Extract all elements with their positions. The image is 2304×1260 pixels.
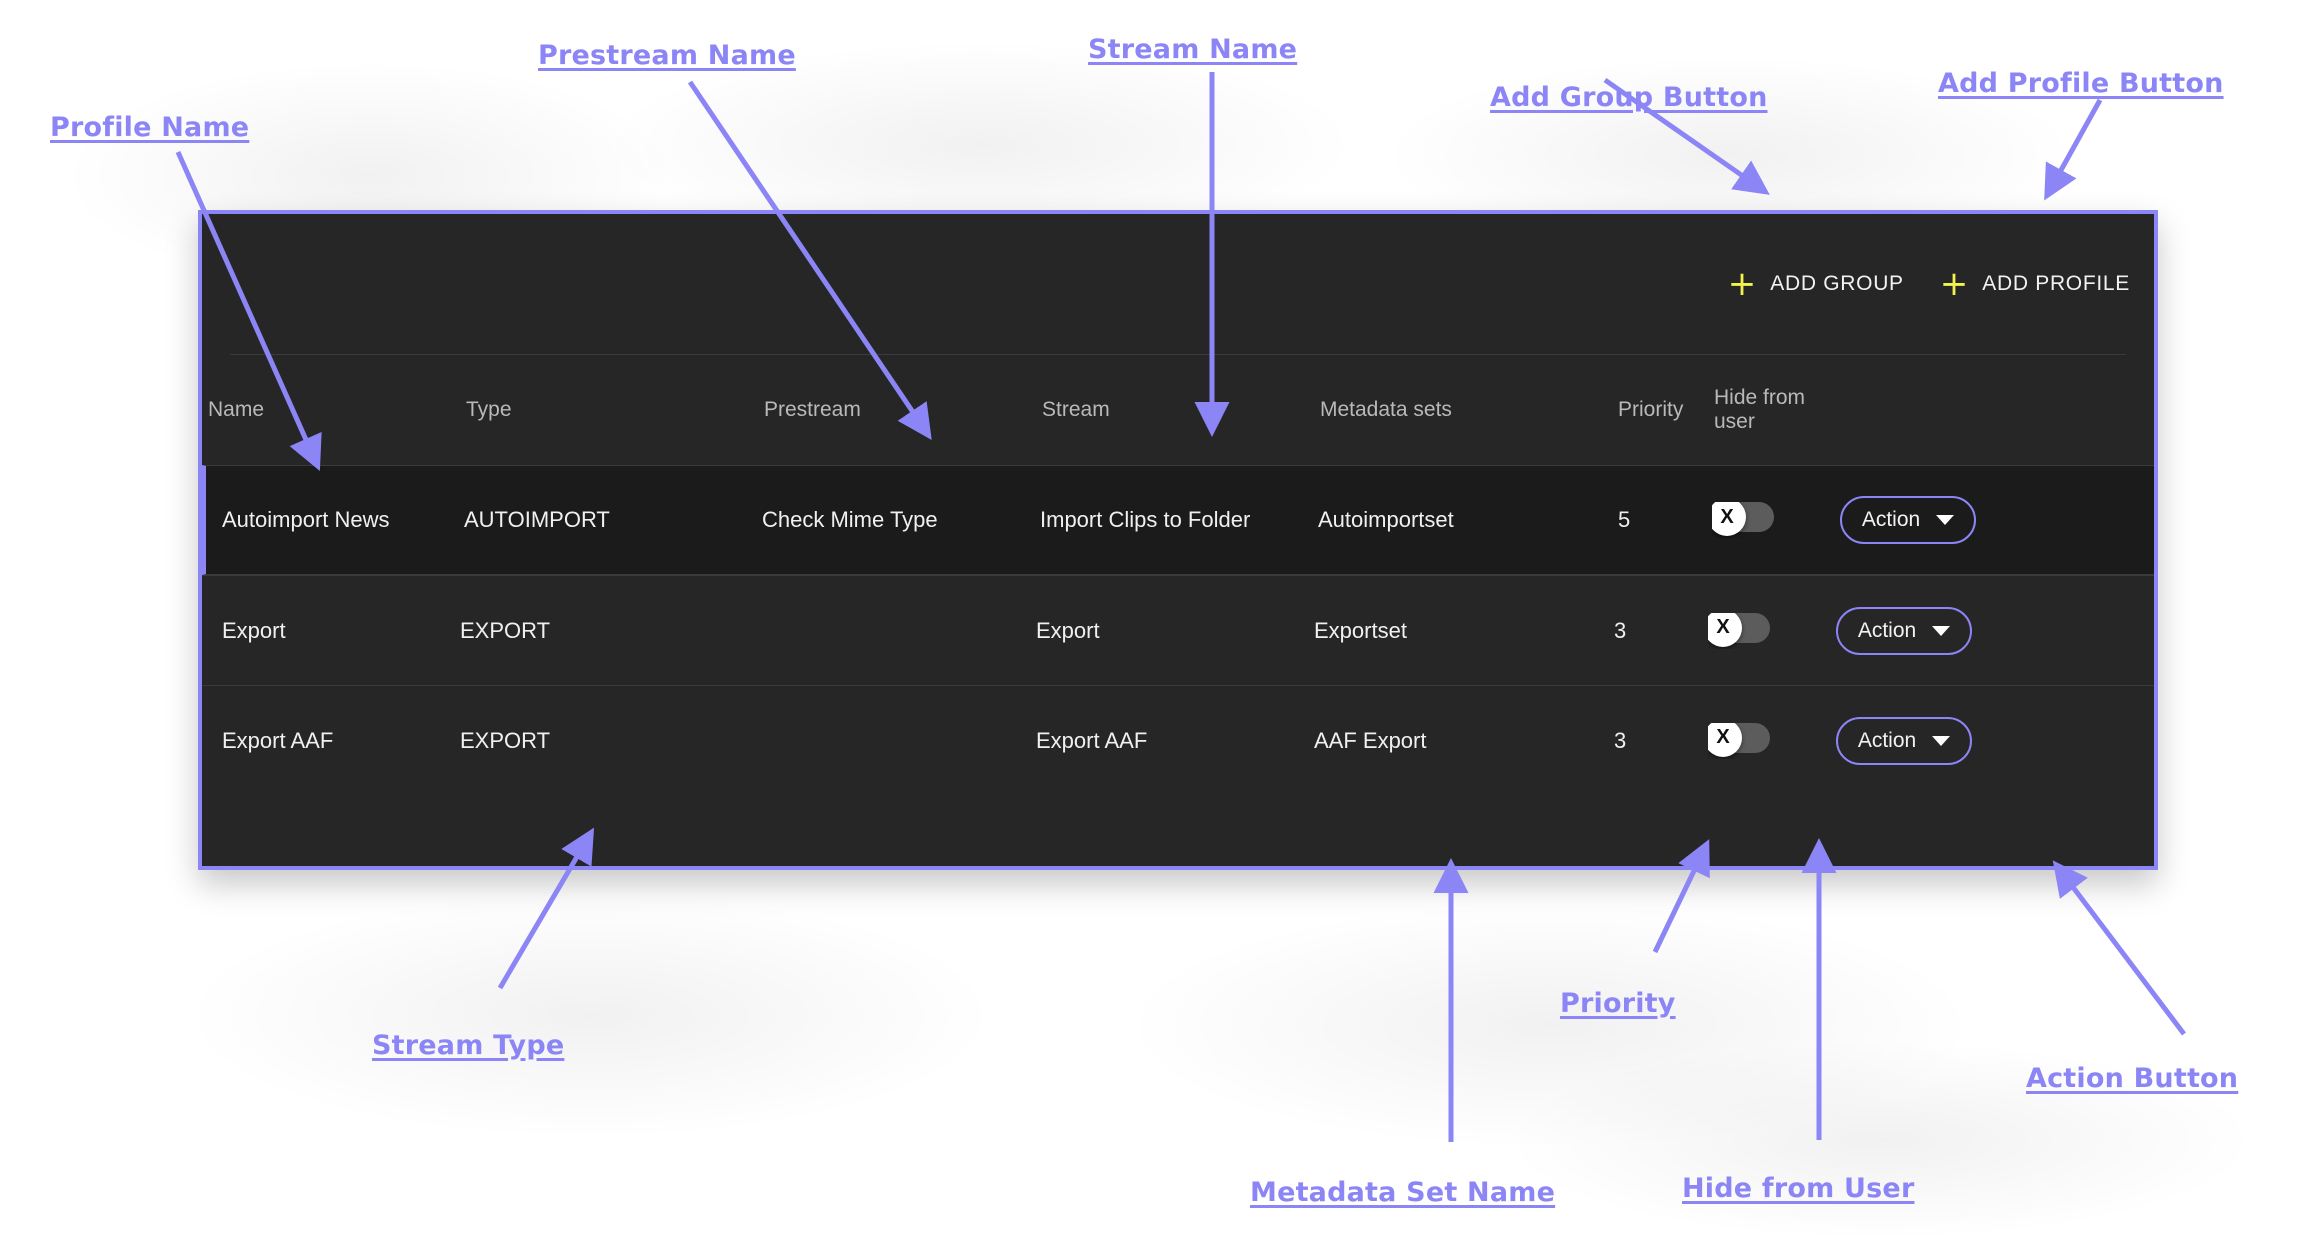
action-button-label: Action [1857,728,1917,752]
hide-from-user-toggle[interactable]: X [1708,722,1770,757]
action-button[interactable]: Action [1836,716,1972,765]
table-row[interactable]: Export AAF EXPORT Export AAF AAF Export … [202,685,2154,795]
column-header-name: Name [208,398,265,421]
cell-priority: 3 [1614,617,1627,643]
chevron-down-icon [1936,515,1955,525]
cell-metadata-sets: AAF Export [1314,727,1427,753]
arrow-add-profile [2044,98,2103,201]
annotation-priority: Priority [1560,988,1676,1019]
hide-from-user-toggle[interactable]: X [1708,612,1770,647]
cell-stream: Export [1036,617,1100,643]
cell-type: AUTOIMPORT [464,507,610,532]
profiles-panel: + ADD GROUP + ADD PROFILE Name Type Pres… [198,210,2158,870]
annotation-add-group-button: Add Group Button [1490,82,1768,113]
cell-prestream: Check Mime Type [762,507,938,532]
cell-type: EXPORT [460,617,551,643]
toggle-x-icon: X [1712,502,1746,536]
column-header-hide-from-user: Hide from user [1714,386,1806,433]
column-header-type: Type [466,398,512,421]
panel-toolbar: + ADD GROUP + ADD PROFILE [202,214,2154,354]
cell-metadata-sets: Exportset [1314,617,1407,643]
column-header-prestream: Prestream [764,398,861,421]
background-blob-5 [1120,900,1980,1150]
table-row[interactable]: Export EXPORT Export Exportset 3 X Actio… [202,575,2154,685]
annotation-stream-name: Stream Name [1088,34,1298,65]
column-header-stream: Stream [1042,398,1110,421]
annotation-hide-from-user: Hide from User [1682,1173,1915,1204]
add-group-button[interactable]: + ADD GROUP [1724,266,1908,302]
cell-name: Export AAF [222,727,334,753]
cell-action: Action [1810,606,2154,655]
table-row[interactable]: Autoimport News AUTOIMPORT Check Mime Ty… [202,465,2154,575]
annotation-prestream-name: Prestream Name [538,40,796,71]
cell-priority: 5 [1618,507,1631,532]
add-profile-button[interactable]: + ADD PROFILE [1936,266,2134,302]
chevron-down-icon [1932,625,1951,636]
cell-name: Export [222,617,286,643]
cell-type: EXPORT [460,727,551,753]
action-button-label: Action [1861,508,1921,531]
cell-stream: Import Clips to Folder [1040,507,1251,532]
cell-name: Autoimport News [222,507,390,532]
toggle-x-icon: X [1708,722,1742,757]
action-button[interactable]: Action [1836,606,1972,655]
plus-icon: + [1727,264,1757,304]
annotation-stream-type: Stream Type [372,1030,565,1061]
cell-action: Action [1814,496,2154,544]
action-button[interactable]: Action [1840,496,1976,544]
annotation-profile-name: Profile Name [50,112,250,143]
arrow-add-group [1603,77,1770,195]
column-header-priority: Priority [1618,398,1684,421]
hide-from-user-toggle[interactable]: X [1712,502,1774,536]
column-header-metadata-sets: Metadata sets [1320,398,1452,421]
table-header-row: Name Type Prestream Stream Metadata sets… [202,355,2154,465]
cell-hide-from-user: X [1708,612,1810,649]
cell-action: Action [1810,716,2154,765]
annotation-metadata-set-name: Metadata Set Name [1250,1177,1556,1208]
toggle-x-icon: X [1708,612,1742,647]
profiles-table: Name Type Prestream Stream Metadata sets… [202,355,2154,795]
plus-icon: + [1939,264,1969,304]
cell-metadata-sets: Autoimportset [1318,507,1454,532]
background-blob-4 [180,890,1000,1140]
toolbar-divider [230,354,2126,355]
chevron-down-icon [1932,735,1951,746]
action-button-label: Action [1857,618,1917,642]
arrow-action-button [2052,860,2186,1036]
cell-hide-from-user: X [1712,502,1814,538]
background-blob-6 [1500,1040,2260,1240]
annotation-add-profile-button: Add Profile Button [1938,68,2224,99]
cell-stream: Export AAF [1036,727,1148,753]
annotation-action-button: Action Button [2026,1063,2239,1094]
add-profile-label: ADD PROFILE [1982,272,2130,295]
cell-priority: 3 [1614,727,1627,753]
add-group-label: ADD GROUP [1770,272,1904,295]
cell-hide-from-user: X [1708,722,1810,759]
